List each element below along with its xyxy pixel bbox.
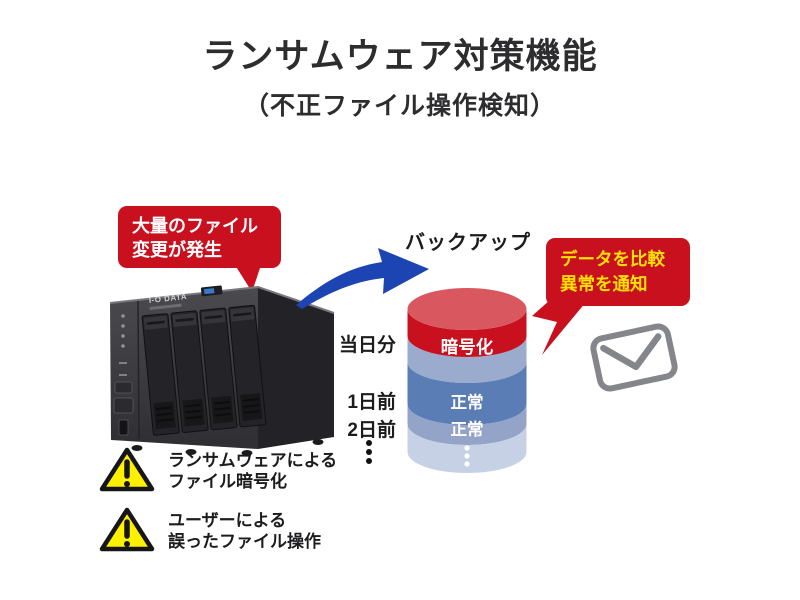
disk-label-normal-1: 正常 xyxy=(451,392,484,412)
disk-band-normal-2 xyxy=(407,404,527,445)
disk-band-top xyxy=(407,336,527,383)
compare-notify-callout: データを比較 異常を通知 xyxy=(546,238,690,306)
callout-line: 変更が発生 xyxy=(132,240,222,260)
callout-tail xyxy=(235,265,261,292)
warning-ransomware-text: ランサムウェアによる ファイル暗号化 xyxy=(168,450,337,492)
warning-triangle-icon xyxy=(99,447,155,492)
backup-disk-stack: 暗号化 正常 正常 xyxy=(407,288,527,473)
nas-drive-bays xyxy=(141,304,267,436)
page-title: ランサムウェア対策機能 xyxy=(202,37,598,76)
day-label-2-days-ago: 2日前 xyxy=(347,420,396,441)
day-label-today: 当日分 xyxy=(338,335,396,356)
backup-label: バックアップ xyxy=(405,232,531,254)
disk-band-normal-1 xyxy=(407,362,527,425)
disk-encrypted-side xyxy=(407,309,527,357)
mail-notification-icon xyxy=(587,321,681,394)
callout-line: 異常を通知 xyxy=(560,274,648,294)
callout-jagged-tail xyxy=(532,300,586,355)
callout-line: 大量のファイル xyxy=(132,216,258,236)
nas-usb-port xyxy=(118,419,129,436)
nas-led-indicators xyxy=(119,314,127,376)
callout-line: データを比較 xyxy=(560,249,665,269)
nas-device-image: I-O DATA xyxy=(109,285,335,456)
day-label-1-day-ago: 1日前 xyxy=(347,392,396,413)
warning-line: ランサムウェアによる xyxy=(168,451,338,470)
disk-label-normal-2: 正常 xyxy=(451,419,484,439)
page-subtitle: （不正ファイル操作検知） xyxy=(243,92,556,120)
warning-line: ファイル暗号化 xyxy=(168,472,287,491)
ellipsis-dots xyxy=(366,440,372,464)
warning-triangle-icon xyxy=(99,507,155,552)
nas-buttons xyxy=(113,381,134,414)
disk-label-encrypted: 暗号化 xyxy=(441,337,494,357)
disk-ellipsis-dots xyxy=(464,445,470,467)
mass-file-change-callout: 大量のファイル 変更が発生 xyxy=(118,206,281,268)
warning-user-error-text: ユーザーによる 誤ったファイル操作 xyxy=(168,510,321,552)
nas-brand-label: I-O DATA xyxy=(148,292,187,305)
warning-line: 誤ったファイル操作 xyxy=(168,532,321,551)
backup-arrow xyxy=(296,248,429,309)
disk-encrypted-top xyxy=(407,288,527,330)
warning-line: ユーザーによる xyxy=(168,511,287,530)
nas-feet xyxy=(131,439,324,456)
